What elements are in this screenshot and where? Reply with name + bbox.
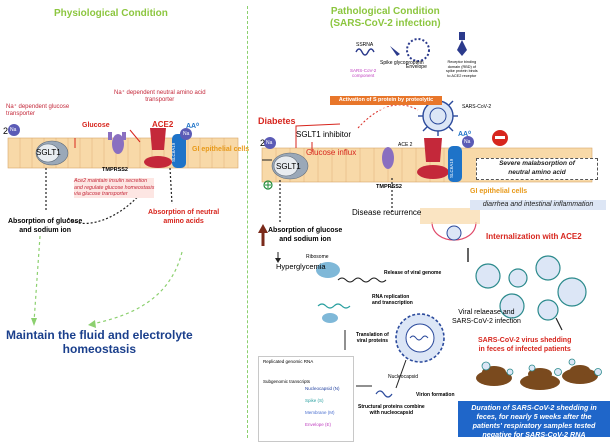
legend-item-membrane: Membrane (M) — [305, 410, 335, 415]
na-ion-left-right — [180, 128, 192, 140]
na-ion-right-right — [462, 136, 474, 148]
na-ion-right — [264, 137, 276, 149]
slc6a19-label-left: SLC6A19 — [171, 142, 176, 162]
translation-label: Translation of viral proteins — [356, 332, 389, 344]
ssrna-icon — [355, 48, 375, 56]
hyperglycemia-label: Hyperglycemia — [276, 262, 326, 271]
glucose-influx-label: Glucose influx — [306, 148, 357, 157]
disease-recurrence-label: Disease recurrence — [352, 208, 422, 217]
na-amino-transporter-label: Na⁺ dependent neutral amino acid transpo… — [114, 90, 206, 103]
na-label-left: Na — [10, 127, 17, 133]
right-arrows — [279, 178, 393, 222]
maintain-homeostasis: Maintain the fluid and electrolyte homeo… — [6, 328, 193, 356]
absorption-glucose-right: Absorption of glucose and sodium ion — [268, 227, 343, 243]
envelope-icon — [406, 38, 430, 62]
gi-cells-label-right: GI epithelial cells — [470, 188, 528, 195]
release-genome-label: Release of viral genome — [384, 270, 442, 276]
tmprss2-label-left: TMPRSS2 — [102, 167, 128, 173]
slc6a19-right — [448, 146, 462, 182]
na-label-left-right: Na — [183, 131, 190, 137]
rbd-label: Receptor binding domain (RBD) of spike p… — [446, 60, 478, 78]
severe-malabsorption-box: Severe malabsorption of neutral amino ac… — [476, 158, 598, 180]
rna-replication-label: RNA replication and transcription — [372, 294, 413, 306]
component-icons — [355, 32, 467, 62]
structural-proteins-label: Structural proteins combine with nucleoc… — [358, 404, 425, 416]
spike-label: Spike glycoproptein — [380, 60, 424, 66]
slc6a19-label-right: SLC6A19 — [449, 158, 454, 178]
ribosome-icon — [316, 262, 340, 278]
na-glucose-transporter-label: Na⁺ dependent glucose transporter — [6, 104, 70, 117]
ace2-receptor-right — [424, 138, 442, 162]
na-ion-left — [8, 124, 20, 136]
na-count-right: 2 — [260, 138, 266, 148]
legend-item-spike: Spike (S) — [305, 398, 324, 403]
ace2-receptor-left — [150, 128, 166, 150]
ace2-label-left: ACE2 — [152, 120, 174, 129]
sars-component-label: SARS-CoV-2 component — [350, 68, 377, 78]
diabetes-label: Diabetes — [258, 116, 296, 126]
viral-release-label: Viral relaease and SARS-CoV-2 infection — [452, 309, 521, 325]
aa-label-left: AA⁰ — [186, 123, 199, 130]
legend-item-envelope: Envelope (E) — [305, 422, 332, 427]
tmprss2-label-right: TMPRSS2 — [376, 184, 402, 190]
absorption-amino-left: Absorption of neutral amino acids — [148, 209, 220, 225]
tmprss2-right — [382, 147, 394, 169]
plus-icon — [263, 180, 273, 190]
replicating-virion — [395, 313, 445, 363]
right-panel-title: Pathological Condition (SARS-CoV-2 infec… — [330, 6, 441, 29]
aa-label-right: AA⁰ — [458, 131, 471, 138]
sglt1-inhibitor-label: SGLT1 inhibitor — [296, 130, 351, 139]
left-green-arrows — [33, 235, 183, 325]
transcript-legend: Replicated genomic RNA Subgenomic transc… — [258, 356, 354, 442]
feces-shapes — [476, 365, 598, 390]
tmprss2-left — [112, 134, 124, 154]
legend-title-genomic: Replicated genomic RNA — [263, 359, 314, 364]
na-count-left: 2 — [3, 126, 9, 136]
released-virions — [475, 255, 587, 321]
right-red-lines — [295, 104, 419, 152]
duration-box: Duration of SARS-CoV-2 shedding in feces… — [458, 401, 610, 439]
left-red-lines — [74, 129, 141, 148]
left-arrows — [45, 167, 173, 225]
legend-title-subgenomic: Subgenomic transcripts — [263, 379, 311, 384]
envelope-label: Envelope — [406, 64, 427, 70]
ssrna-label: SSRNA — [356, 42, 374, 48]
legend-item-nucleocapsid: Nucleocapsid (N) — [305, 386, 340, 391]
activation-banner: Activation of S protein by proteolytic c… — [330, 96, 442, 112]
left-epithelium — [7, 124, 239, 169]
internalization-label: Internalization with ACE2 — [486, 232, 582, 241]
spike-icon — [390, 46, 400, 56]
sglt1-label-right: SGLT1 — [276, 162, 301, 171]
sars-label: SARS-CoV-2 — [462, 104, 492, 110]
ace2-note: Ace2 maintain insulin secretion and regu… — [74, 178, 155, 198]
absorption-glucose-left: Absorption of glucose and sodium ion — [8, 218, 83, 234]
ace2-label-right: ACE 2 — [398, 142, 413, 148]
panel-divider — [247, 6, 248, 438]
shedding-label: SARS-CoV-2 virus shedding in feces of in… — [478, 337, 572, 353]
glucose-label: Glucose — [82, 122, 110, 129]
na-label-right: Na — [266, 140, 273, 146]
nucleocapsid-label: Nucleocapsid — [388, 374, 419, 380]
nucleocapsid-icon — [375, 390, 393, 398]
rbd-icon — [457, 40, 467, 56]
na-label-right-right: Na — [464, 139, 471, 145]
slc6a19-left — [172, 134, 186, 168]
left-panel-title: Physiological Condition — [54, 8, 168, 19]
sglt1-label-left: SGLT1 — [36, 148, 61, 157]
ribosome-label: Ribosome — [306, 254, 329, 260]
virion-formation-label: Virion formation — [416, 392, 455, 398]
diarrhea-box: diarrhea and intestinal inflammation — [470, 200, 606, 210]
gi-cells-label-left: GI epithelial cells — [192, 146, 250, 153]
